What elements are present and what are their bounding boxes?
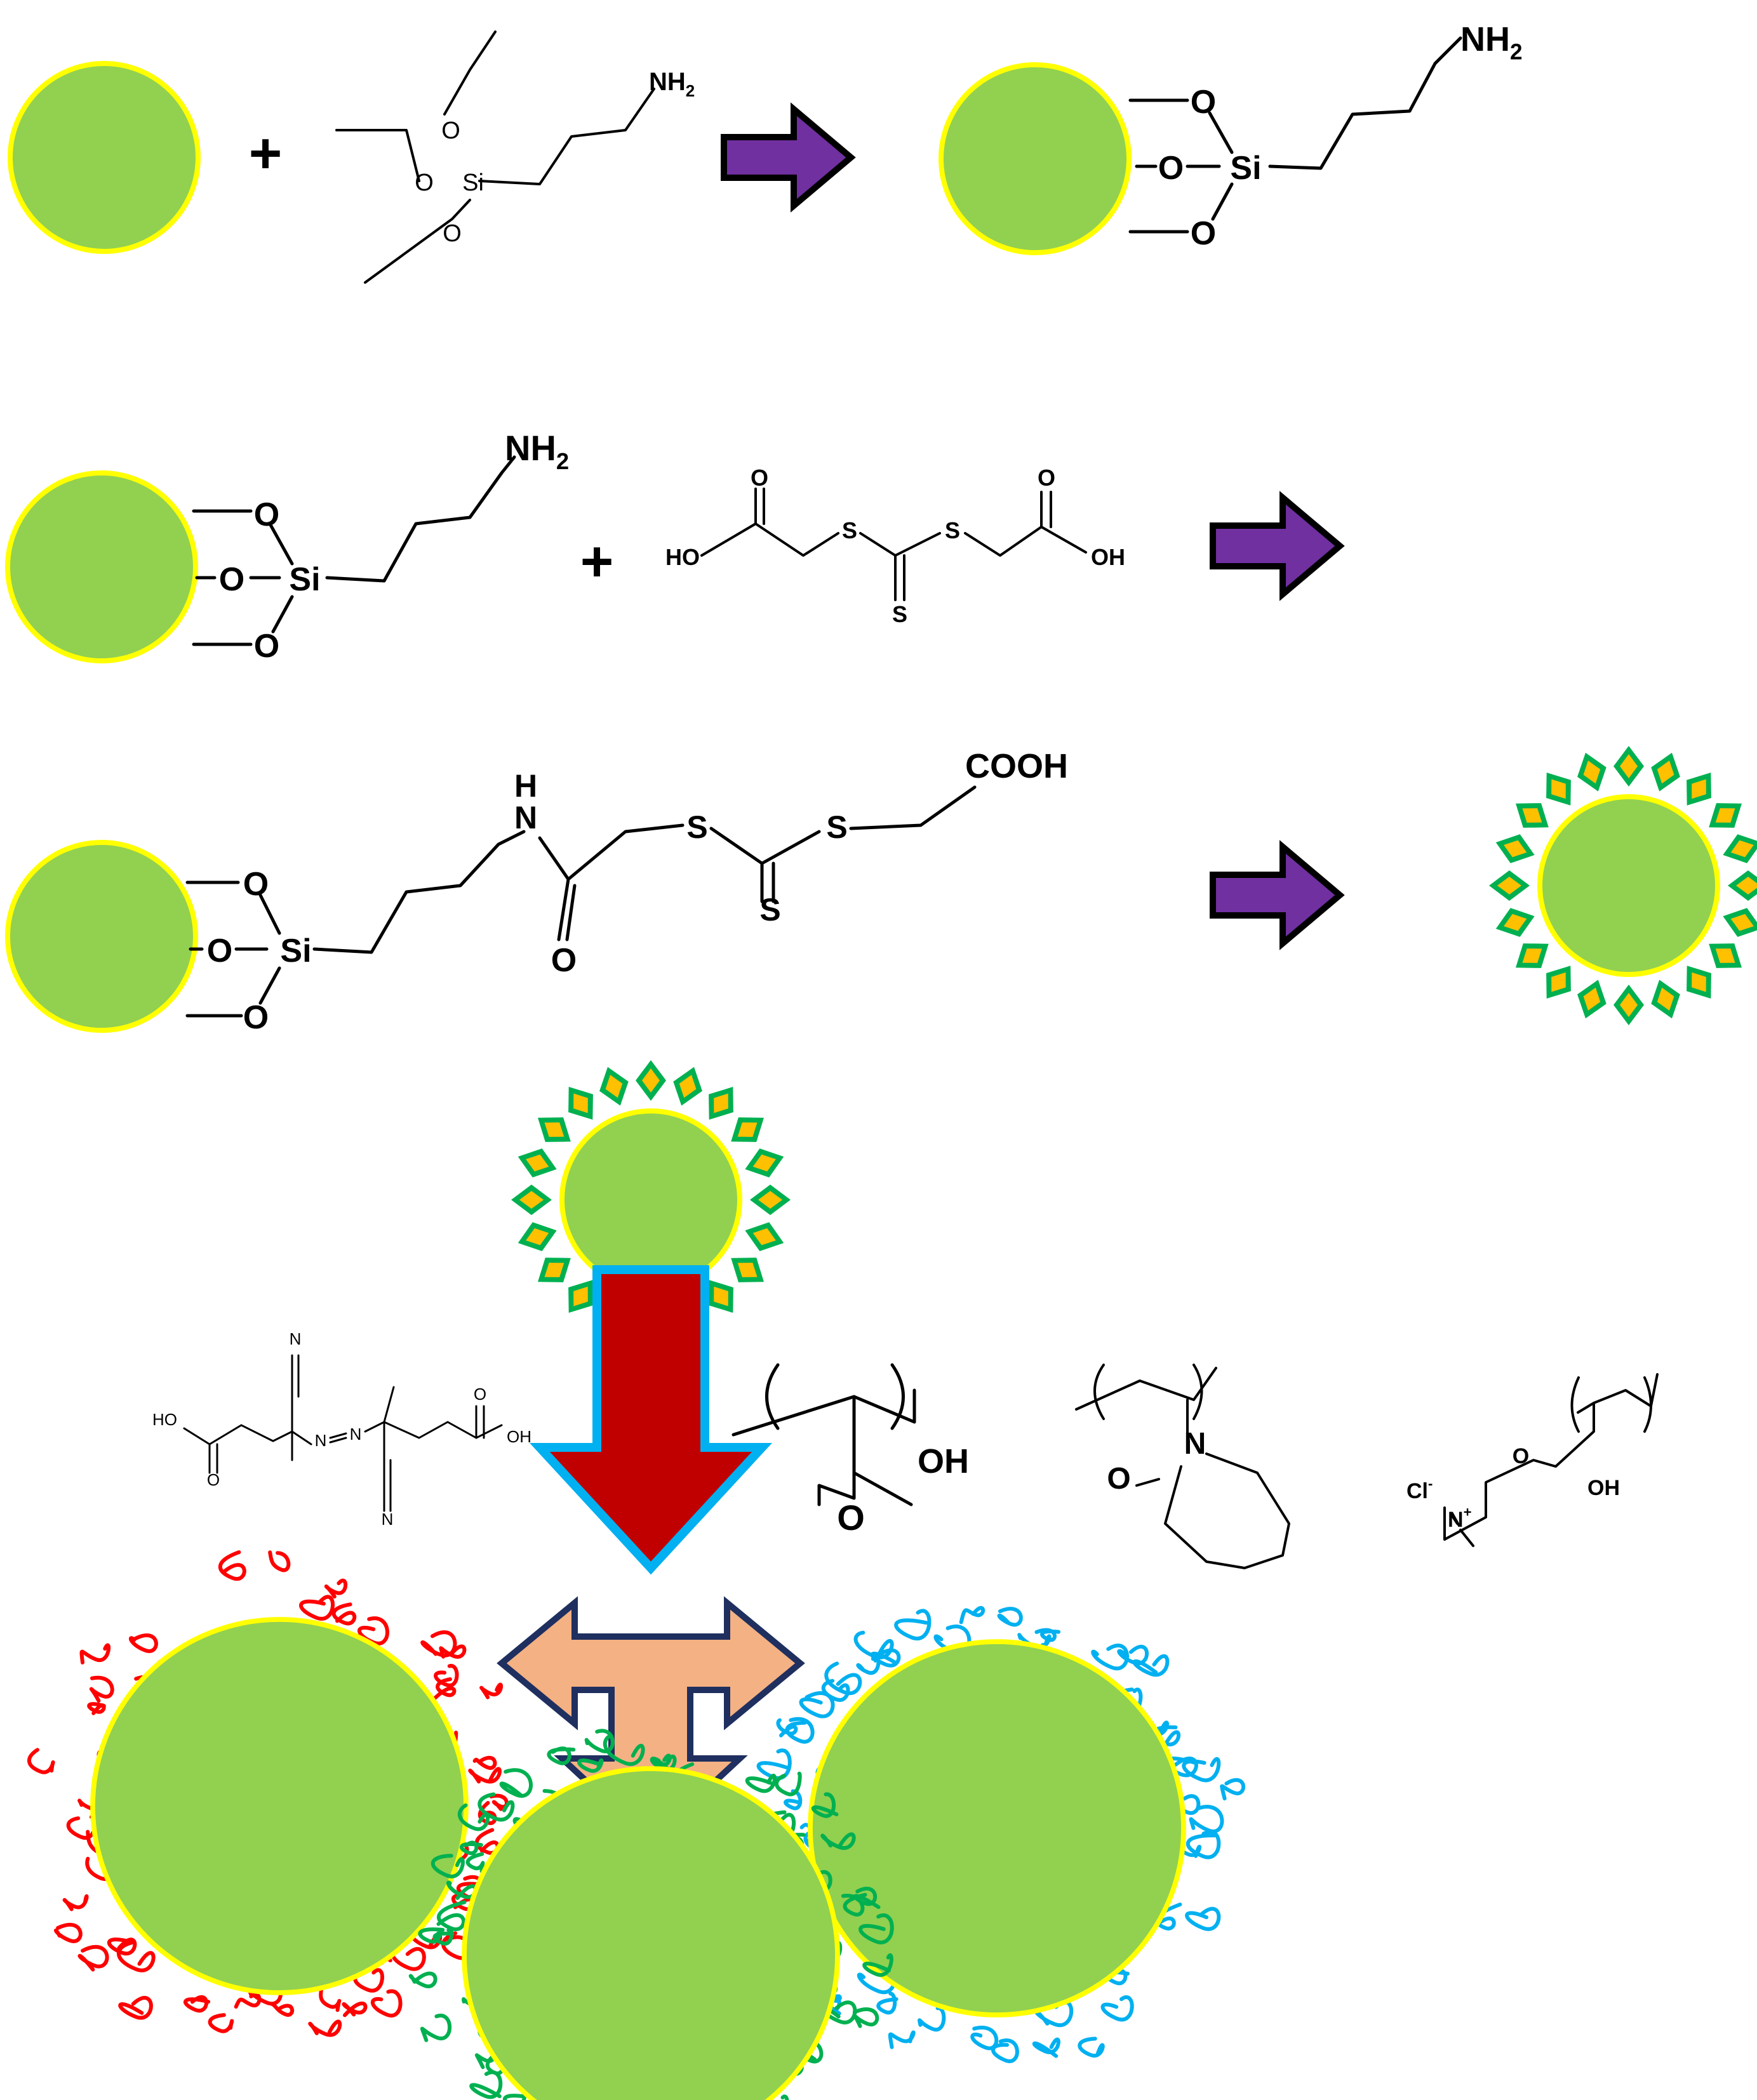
raft-agent-marker [636, 1060, 666, 1101]
monomer-cationic-quaternary: Cl- N+ O OH [1406, 1373, 1659, 1547]
plus-sign-row1: + [249, 122, 283, 185]
svg-text:O: O [1191, 215, 1216, 252]
svg-text:O: O [443, 220, 462, 247]
svg-text:Cl-: Cl- [1406, 1476, 1433, 1503]
svg-text:O: O [837, 1498, 865, 1538]
amine-linker-row2: NH2 O O Si O [192, 428, 569, 665]
raft-agent-marker [1489, 870, 1530, 901]
raft-agent-marker [750, 1185, 791, 1215]
svg-text:O: O [441, 117, 460, 144]
svg-text:O: O [1038, 465, 1055, 491]
svg-text:Si: Si [462, 169, 484, 196]
svg-text:HO: HO [665, 544, 700, 570]
particle-raft-linker [5, 840, 198, 1033]
amine-linker-product: NH2 O O Si O [1128, 20, 1523, 252]
raft-agent-marker [740, 1142, 789, 1184]
svg-text:O: O [254, 628, 279, 665]
reaction-arrow-3 [1213, 847, 1340, 943]
svg-text:O: O [243, 866, 269, 903]
raft-agent-marker [1491, 901, 1540, 943]
svg-text:HO: HO [152, 1410, 177, 1429]
plus-sign-row2: + [580, 530, 614, 594]
svg-text:NH2: NH2 [649, 68, 695, 100]
svg-text:N: N [315, 1431, 327, 1450]
grafted-particle-green [408, 1729, 894, 2100]
raft-agent-marker [513, 1142, 562, 1184]
svg-text:COOH: COOH [965, 747, 1068, 785]
svg-text:S: S [842, 517, 857, 543]
raft-agent-marker [1613, 985, 1644, 1025]
svg-text:OH: OH [1587, 1476, 1620, 1500]
svg-text:OH: OH [507, 1427, 531, 1446]
svg-text:N: N [290, 1329, 302, 1348]
branching-arrow-peach [497, 1596, 805, 1845]
svg-text:O: O [551, 942, 577, 979]
raft-agent-marker [1571, 974, 1613, 1023]
svg-text:N: N [382, 1510, 394, 1529]
svg-text:Si: Si [280, 933, 311, 969]
svg-text:O: O [207, 933, 232, 969]
raft-agent-marker [1728, 870, 1757, 901]
raft-agent-marker [1718, 901, 1757, 943]
svg-text:H: H [514, 768, 537, 804]
reaction-arrow-1 [724, 109, 851, 206]
svg-text:N: N [350, 1425, 362, 1444]
svg-text:O: O [1107, 1462, 1130, 1496]
svg-text:OH: OH [1091, 544, 1125, 570]
svg-text:S: S [945, 517, 960, 543]
raft-agent-marker [513, 1216, 562, 1258]
svg-text:O: O [1191, 84, 1216, 121]
particle-amino-row2 [5, 470, 198, 663]
aptes-molecule: NH2 O O Si O [335, 30, 695, 284]
reaction-arrow-2 [1213, 498, 1340, 594]
svg-text:Si: Si [289, 561, 320, 598]
raft-agent-marker [511, 1185, 552, 1215]
raft-linker-product: H N O O O Si O S S S COOH [185, 747, 1068, 1036]
svg-text:N: N [514, 800, 537, 835]
raft-agent-marker [1491, 828, 1540, 870]
svg-text:O: O [474, 1385, 486, 1404]
grafted-particle-red [27, 1550, 531, 2037]
raft-agent-marker [1645, 974, 1687, 1023]
svg-text:N: N [1184, 1427, 1206, 1461]
svg-text:S: S [826, 809, 847, 845]
svg-text:S: S [759, 892, 780, 927]
svg-text:O: O [751, 465, 768, 491]
svg-text:S: S [686, 809, 707, 845]
raft-agent-marker [593, 1062, 635, 1111]
raft-agent-marker [1645, 748, 1687, 797]
monomer-n-vinylcaprolactam: N O [1075, 1364, 1290, 1569]
svg-text:OH: OH [918, 1442, 969, 1480]
raft-agent-marker [1718, 828, 1757, 870]
particle-bare [8, 61, 201, 254]
svg-text:NH2: NH2 [505, 428, 569, 474]
particle-amino-functionalized [939, 62, 1132, 255]
raft-agent-marker [667, 1062, 709, 1111]
raft-agent-marker [740, 1216, 789, 1258]
svg-text:S: S [892, 601, 907, 627]
initiator-acpa: N N N N HO O O OH [152, 1329, 531, 1529]
svg-text:O: O [219, 561, 244, 598]
svg-text:O: O [254, 496, 279, 533]
raft-agent-particle-right [1489, 746, 1757, 1025]
svg-text:O: O [415, 169, 434, 196]
svg-text:NH2: NH2 [1460, 20, 1523, 65]
raft-agent-marker [1571, 748, 1613, 797]
raft-agent-marker [1613, 746, 1644, 787]
svg-text:Si: Si [1230, 150, 1261, 187]
trithiocarbonate-reagent: HO O S S S O OH [665, 465, 1125, 627]
svg-text:O: O [1158, 150, 1184, 187]
initiation-arrow-red [530, 1265, 772, 1575]
svg-text:O: O [207, 1470, 220, 1489]
svg-text:O: O [243, 999, 269, 1036]
monomer-acrylic-acid: OH O [732, 1363, 969, 1538]
svg-text:O: O [1513, 1444, 1529, 1468]
